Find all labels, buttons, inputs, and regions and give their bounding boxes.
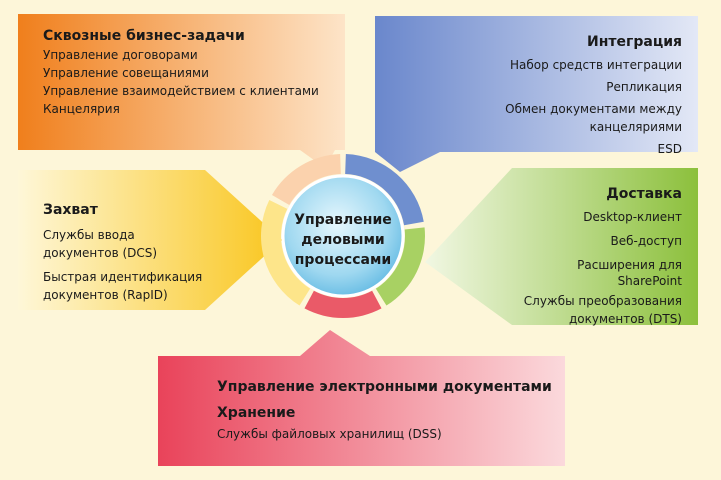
integration-item: Обмен документами между канцеляриями xyxy=(505,102,682,134)
ecm-panel xyxy=(158,330,565,466)
integration-block: Интеграция Набор средств интеграции Репл… xyxy=(440,32,682,158)
ring-segment-delivery xyxy=(375,227,425,306)
capture-item: документов (DCS) xyxy=(43,246,158,260)
ecm-item: Службы файловых хранилищ (DSS) xyxy=(217,427,442,441)
business-title: Сквозные бизнес-задачи xyxy=(43,28,245,44)
ecm-subtitle: Хранение xyxy=(217,405,296,421)
business-item: Управление совещаниями xyxy=(43,66,209,80)
delivery-item: SharePoint xyxy=(617,274,682,288)
integration-item: Репликация xyxy=(606,80,682,94)
ring-segment-integration xyxy=(345,154,424,226)
capture-title: Захват xyxy=(43,202,98,218)
integration-item: ESD xyxy=(657,142,682,156)
business-item: Управление договорами xyxy=(43,48,198,62)
integration-title: Интеграция xyxy=(587,34,682,50)
business-panel xyxy=(18,14,345,168)
center-label-line: процессами xyxy=(294,252,392,268)
center-circle xyxy=(281,174,405,298)
integration-panel xyxy=(375,16,698,172)
ecm-title: Управление электронными документами xyxy=(217,379,552,395)
ring-segment-ecm xyxy=(304,290,382,318)
capture-item: Быстрая идентификация xyxy=(43,270,203,284)
capture-block: Захват Службы ввода документов (DCS) Быс… xyxy=(43,200,202,304)
integration-item: Набор средств интеграции xyxy=(510,58,682,72)
center-label: Управление деловыми процессами xyxy=(288,210,398,270)
delivery-item: Службы преобразования xyxy=(523,294,682,308)
ring-segment-business xyxy=(271,154,341,205)
center-label-line: Управление xyxy=(294,212,392,228)
delivery-block: Доставка Desktop-клиент Веб-доступ Расши… xyxy=(500,184,682,328)
capture-panel xyxy=(18,170,282,310)
delivery-title: Доставка xyxy=(606,186,682,202)
delivery-panel xyxy=(425,168,698,325)
center-label-line: деловыми xyxy=(301,232,385,248)
delivery-item: документов (DTS) xyxy=(568,312,682,326)
ecm-block: Управление электронными документами Хран… xyxy=(217,377,552,443)
delivery-item: Веб-доступ xyxy=(610,234,682,248)
capture-item: документов (RapID) xyxy=(43,288,168,302)
capture-item: Службы ввода xyxy=(43,228,135,242)
delivery-item: Desktop-клиент xyxy=(583,210,682,224)
process-ring xyxy=(261,154,425,318)
business-item: Управление взаимодействием с клиентами xyxy=(43,84,319,98)
business-block: Сквозные бизнес-задачи Управление догово… xyxy=(43,26,319,118)
delivery-item: Расширения для xyxy=(577,258,682,272)
ring-segment-capture xyxy=(261,200,311,306)
business-item: Канцелярия xyxy=(43,102,120,116)
